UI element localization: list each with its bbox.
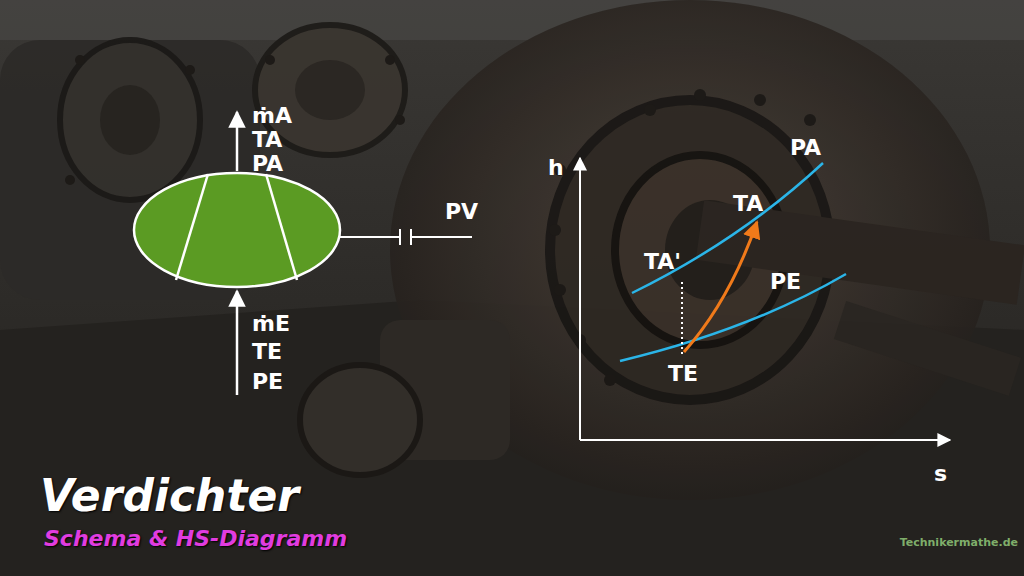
isobar-label: PA bbox=[790, 136, 821, 160]
isobar-curve bbox=[620, 274, 846, 361]
inlet-arrow bbox=[236, 291, 239, 395]
outlet-arrow bbox=[236, 112, 239, 171]
ceiling bbox=[0, 0, 1024, 40]
temperature-label: TE bbox=[252, 340, 282, 364]
isobar-label: PE bbox=[770, 270, 801, 294]
pressure-label: PE bbox=[252, 370, 283, 394]
shaft-coupling bbox=[340, 229, 472, 245]
axis-label: s bbox=[934, 462, 947, 486]
mass-flow-label: ṁA bbox=[252, 104, 292, 128]
axis-label: h bbox=[548, 156, 564, 180]
compressor-symbol bbox=[134, 173, 340, 287]
compressor-photo bbox=[0, 0, 1024, 500]
power-label: PV bbox=[445, 200, 478, 224]
point-label: TA' bbox=[644, 250, 681, 274]
hs-axes bbox=[580, 158, 950, 440]
watermark: Technikermathe.de bbox=[900, 537, 1018, 549]
pressure-label: PA bbox=[252, 152, 283, 176]
subtitle: Schema & HS-Diagramm bbox=[44, 526, 347, 551]
point-label: TE bbox=[668, 362, 698, 386]
compression-arrow bbox=[684, 222, 757, 352]
point-label: TA bbox=[733, 192, 763, 216]
isentropic-line bbox=[681, 282, 683, 354]
mass-flow-label: ṁE bbox=[252, 312, 290, 336]
title: Verdichter bbox=[40, 470, 299, 521]
temperature-label: TA bbox=[252, 128, 282, 152]
